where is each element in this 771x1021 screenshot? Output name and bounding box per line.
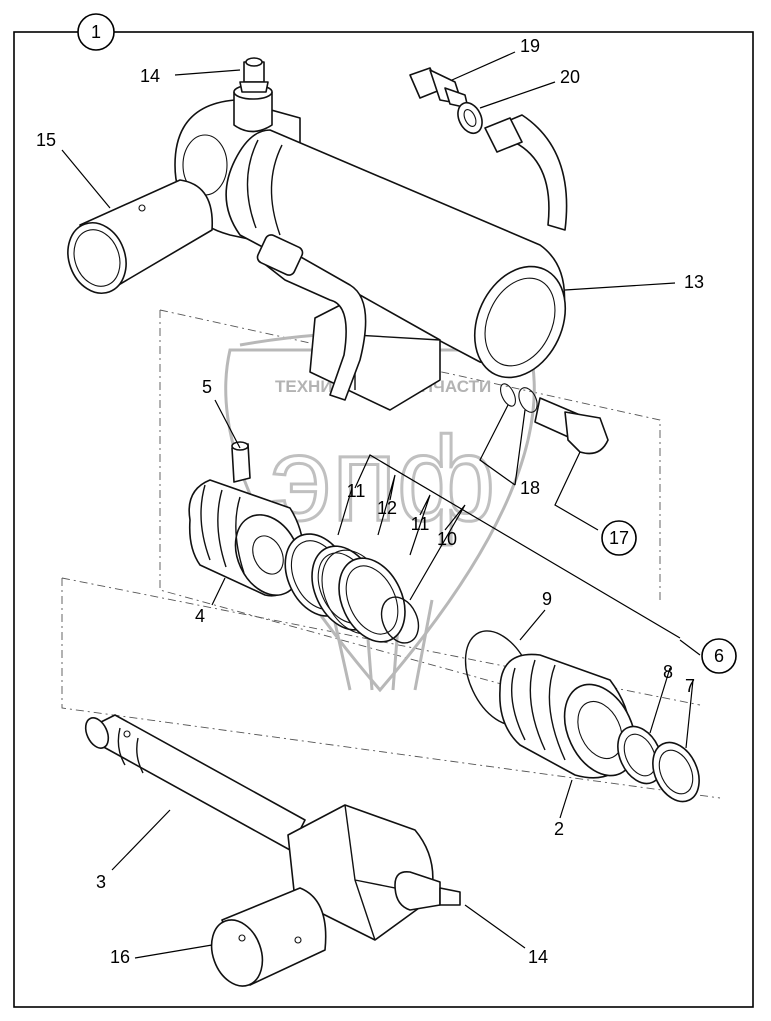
callout-13: 13 — [684, 272, 704, 292]
callout-2: 2 — [554, 819, 564, 839]
leader-lines — [61, 51, 701, 959]
group-number-badge: 1 — [77, 13, 115, 51]
watermark-letters: эпф — [271, 412, 496, 546]
callout-14-bottom: 14 — [528, 947, 548, 967]
part-7-ring — [652, 741, 700, 803]
callout-6: 6 — [714, 646, 724, 666]
part-16-bushing — [210, 887, 327, 987]
callout-9: 9 — [542, 589, 552, 609]
part-14-grease-nipple-top — [239, 57, 269, 93]
diagram-frame — [13, 31, 754, 1008]
part-8-ring — [617, 725, 663, 785]
group-number: 1 — [91, 22, 101, 42]
part-17-valve — [534, 397, 609, 455]
part-18-seal-rings — [500, 383, 538, 413]
callout-17: 17 — [609, 528, 629, 548]
callout-8: 8 — [663, 662, 673, 682]
callout-12: 12 — [377, 498, 397, 518]
part-2-gland — [499, 653, 637, 779]
part-15-bushing — [67, 179, 213, 294]
callout-11-b: 11 — [411, 514, 430, 534]
part-20-seal-washer — [457, 101, 483, 135]
part-13-cylinder-barrel — [174, 84, 568, 411]
callout-7: 7 — [685, 676, 695, 696]
callout-4: 4 — [195, 606, 205, 626]
callout-19: 19 — [520, 36, 540, 56]
part-14-grease-nipple-bottom — [394, 870, 461, 911]
part-11-wear-ring-2 — [338, 557, 406, 643]
callout-5: 5 — [202, 377, 212, 397]
part-5-pin — [231, 441, 251, 483]
callout-18: 18 — [520, 478, 540, 498]
callout-labels: 14 15 19 20 13 5 11 12 11 10 18 17 4 9 6… — [36, 36, 737, 967]
callout-16: 16 — [110, 947, 130, 967]
callout-10: 10 — [437, 529, 457, 549]
callout-20: 20 — [560, 67, 580, 87]
callout-15: 15 — [36, 130, 56, 150]
part-19-fitting — [409, 67, 469, 109]
callout-3: 3 — [96, 872, 106, 892]
callout-14-top: 14 — [140, 66, 160, 86]
part-10-o-ring — [380, 596, 420, 644]
callout-11-a: 11 — [347, 481, 366, 501]
part-3-piston-rod — [84, 714, 434, 941]
part-4-piston — [188, 479, 305, 597]
